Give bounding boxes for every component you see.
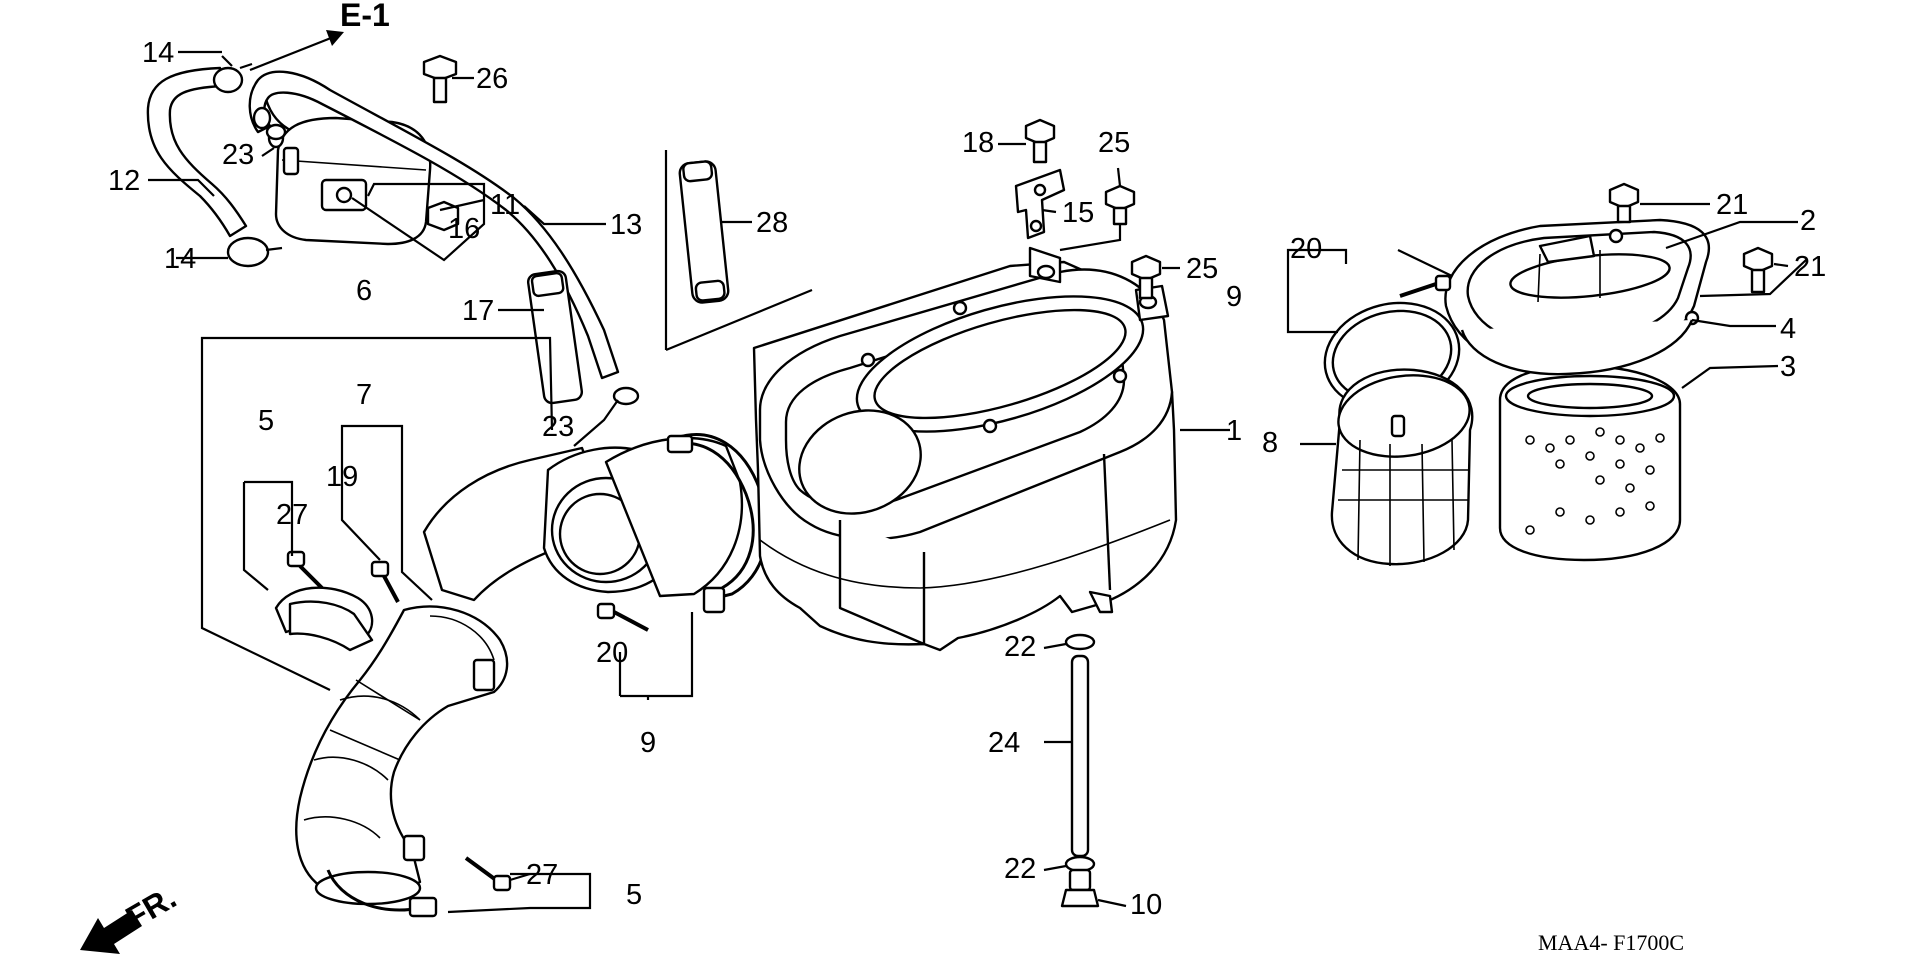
callout-15: 15 (1062, 197, 1094, 229)
callout-20-left: 20 (596, 637, 628, 669)
part-16-nut (426, 200, 460, 232)
ref-e1-label: E-1 (340, 0, 390, 33)
part-21-bolt-top (1608, 182, 1640, 224)
callout-25-top: 25 (1098, 127, 1130, 159)
callout-12: 12 (108, 165, 140, 197)
reference-arrow-icon (249, 30, 344, 72)
callout-27-upper: 27 (276, 499, 308, 531)
part-25-bolt-top (1104, 184, 1136, 226)
part-14-hose-clamp-bottom (226, 236, 283, 268)
divider-line-2 (665, 288, 813, 352)
part-1-air-cleaner-case (752, 246, 1178, 652)
callout-6: 6 (356, 275, 372, 307)
callout-9-left: 9 (640, 727, 656, 759)
callout-5-lower: 5 (626, 879, 642, 911)
callout-7: 7 (356, 379, 372, 411)
callout-5-upper: 5 (258, 405, 274, 437)
callout-13: 13 (610, 209, 642, 241)
callout-24: 24 (988, 727, 1020, 759)
part-27-screw-top (286, 550, 324, 590)
callout-11: 11 (490, 189, 520, 221)
callout-16: 16 (448, 213, 480, 245)
part-23-clip-bottom (612, 386, 640, 406)
callout-18: 18 (962, 127, 994, 159)
part-20-screw-left (596, 602, 649, 632)
figure-code: MAA4- F1700C (1538, 930, 1684, 955)
callout-25-right: 25 (1186, 253, 1218, 285)
callout-17: 17 (462, 295, 494, 327)
callout-8: 8 (1262, 427, 1278, 459)
part-8-filter-holder (1323, 301, 1474, 566)
part-26-bolt (422, 54, 458, 104)
part-20-screw-right (1399, 274, 1452, 298)
callout-14-top: 14 (142, 37, 174, 69)
part-19-screw (370, 560, 400, 603)
part-22-clip-top (1064, 633, 1096, 651)
part-4-seal (1460, 319, 1694, 376)
callout-22-top: 22 (1004, 631, 1036, 663)
callout-23-top: 23 (222, 139, 254, 171)
callout-28: 28 (756, 207, 788, 239)
part-17-strap (526, 269, 584, 405)
part-28-strap (678, 160, 730, 304)
callout-14-bottom: 14 (164, 243, 196, 275)
callout-3: 3 (1780, 351, 1796, 383)
front-arrow-icon (80, 910, 142, 954)
part-6-lower-elbow-duct (295, 605, 509, 906)
part-25-bolt-right (1130, 254, 1162, 300)
callout-9-right: 9 (1226, 281, 1242, 313)
part-7-intake-duct (422, 436, 744, 602)
callout-21-right: 21 (1794, 251, 1826, 283)
callout-26: 26 (476, 63, 508, 95)
callout-22-bottom: 22 (1004, 853, 1036, 885)
callout-4: 4 (1780, 313, 1796, 345)
part-23-clip-top (265, 123, 287, 141)
callout-23-bottom: 23 (542, 411, 574, 443)
callout-19: 19 (326, 461, 358, 493)
callout-1: 1 (1226, 415, 1242, 447)
part-12-breather-hose (146, 66, 248, 238)
part-5-band-lower (326, 869, 438, 918)
part-3-filter-element (1498, 364, 1682, 562)
callout-27-lower: 27 (526, 859, 558, 891)
part-15-bracket (1014, 168, 1066, 240)
part-24-drain-tube (1070, 654, 1090, 858)
callout-20-right: 20 (1290, 233, 1322, 265)
part-27-screw-bottom (464, 856, 512, 892)
part-14-hose-clamp-top (212, 55, 253, 94)
part-18-bolt (1024, 118, 1056, 164)
part-10-drain-plug (1060, 868, 1100, 908)
callout-2: 2 (1800, 205, 1816, 237)
callout-10: 10 (1130, 889, 1162, 921)
part-5-band-upper (274, 586, 374, 652)
part-11-breather-chamber (262, 91, 432, 246)
callout-21-top: 21 (1716, 189, 1748, 221)
leader-lines (148, 50, 1807, 914)
part-21-bolt-right (1742, 246, 1774, 294)
